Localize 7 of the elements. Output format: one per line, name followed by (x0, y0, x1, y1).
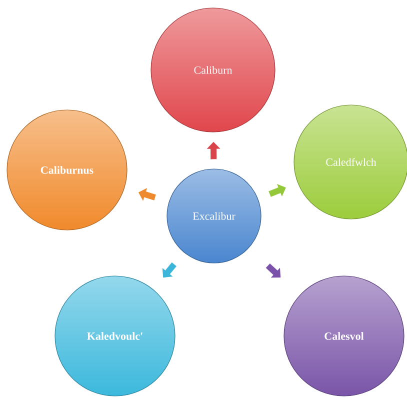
circle-node: Excalibur (166, 168, 262, 264)
circle-node: Caliburn (150, 8, 276, 132)
circle-node: Kaledvoulc' (54, 276, 176, 396)
arrow (266, 264, 281, 278)
arrow (268, 184, 286, 197)
circle-node: Caliburnus (6, 110, 128, 230)
circle-node: Calesvol (284, 276, 404, 396)
